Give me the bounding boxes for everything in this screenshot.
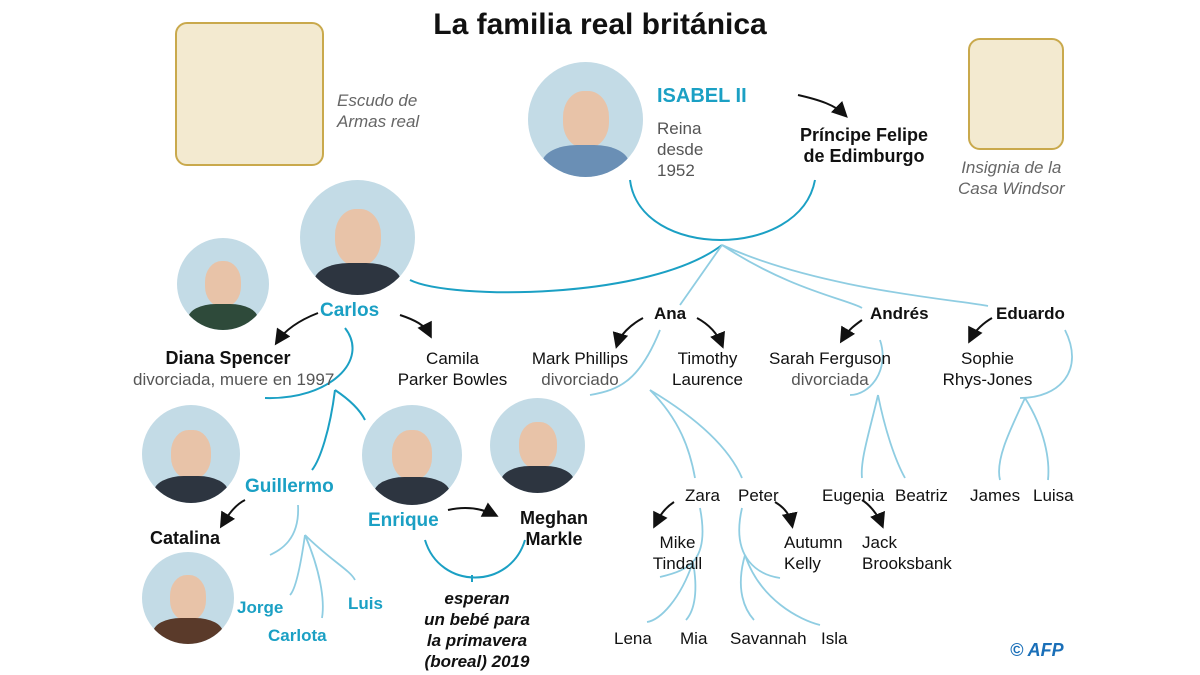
luis-name: Luis [348,594,383,613]
page-title: La familia real británica [433,8,767,41]
enrique-photo [362,405,462,505]
isabel-name: ISABEL II [657,85,747,107]
eduardo-name: Eduardo [996,304,1065,323]
peter-name: Peter [738,486,779,505]
carlota-name: Carlota [268,626,327,645]
catalina-photo [142,552,234,644]
windsor-badge-image [968,38,1064,150]
diana-photo [177,238,269,330]
luisa-name: Luisa [1033,486,1074,505]
meghan-photo [490,398,585,493]
james-name: James [970,486,1021,505]
lena-name: Lena [614,629,652,648]
catalina-name: Catalina [150,528,221,548]
eugenia-name: Eugenia [822,486,885,505]
mia-name: Mia [680,629,708,648]
beatriz-name: Beatriz [895,486,948,505]
afp-credit: © AFP [1010,640,1064,660]
jorge-name: Jorge [237,598,284,617]
andres-name: Andrés [870,304,929,323]
coat-of-arms-image [175,22,324,166]
guillermo-name: Guillermo [245,476,334,497]
carlos-photo [300,180,415,295]
guillermo-photo [142,405,240,503]
isabel-photo [528,62,643,177]
savannah-name: Savannah [730,629,807,648]
isla-name: Isla [821,629,848,648]
carlos-name: Carlos [320,300,380,321]
ana-name: Ana [654,304,687,323]
enrique-name: Enrique [368,510,439,531]
zara-name: Zara [685,486,720,505]
